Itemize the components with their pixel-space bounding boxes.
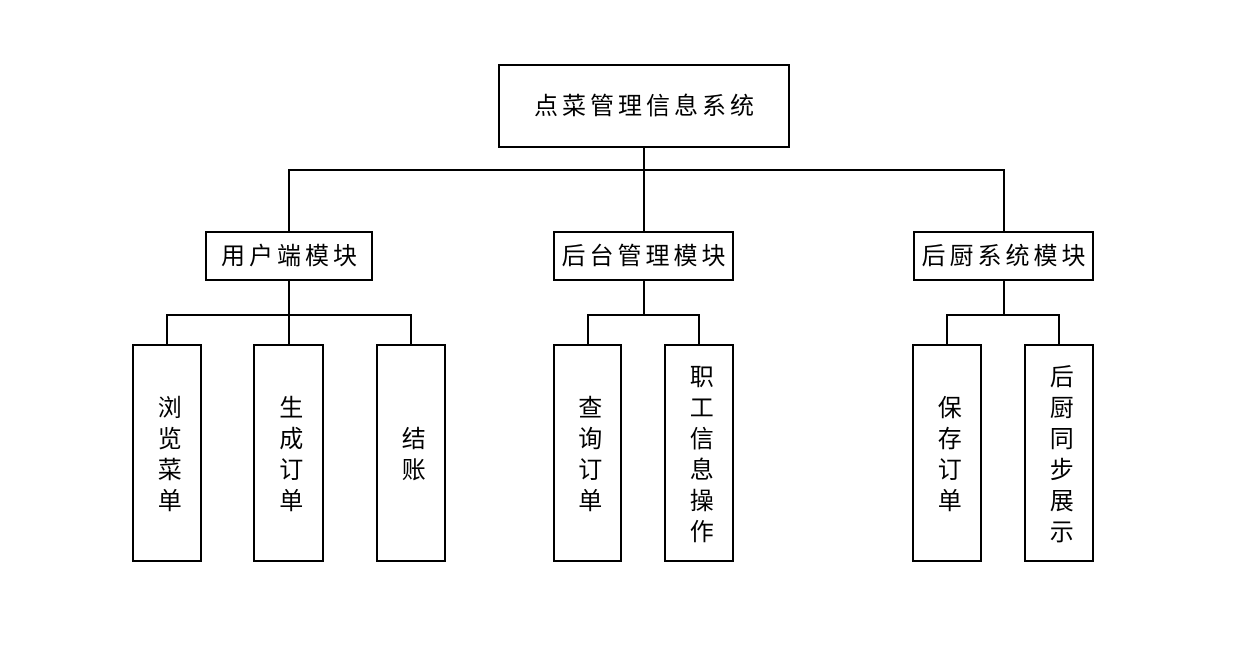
connector-user-stem: [288, 281, 290, 316]
node-staff-info-operations-label: 职工信息操作: [685, 363, 714, 550]
node-query-order-label: 查询订单: [573, 394, 602, 519]
node-save-order-label: 保存订单: [933, 394, 962, 519]
node-checkout: 结账: [376, 344, 446, 562]
node-browse-menu: 浏览菜单: [132, 344, 202, 562]
node-kitchen-sync-display: 后厨同步展示: [1024, 344, 1094, 562]
node-query-order: 查询订单: [553, 344, 622, 562]
node-kitchen-module-label: 后厨系统模块: [921, 241, 1090, 270]
connector-kitchen-bus: [946, 314, 1060, 316]
connector-kitchen-stem: [1003, 281, 1005, 316]
node-root-system: 点菜管理信息系统: [498, 64, 790, 148]
node-admin-module: 后台管理模块: [553, 231, 734, 281]
node-kitchen-sync-display-label: 后厨同步展示: [1045, 363, 1074, 550]
node-generate-order: 生成订单: [253, 344, 324, 562]
connector-root-stem: [643, 148, 645, 170]
node-root-label: 点菜管理信息系统: [534, 91, 758, 120]
node-staff-info-operations: 职工信息操作: [664, 344, 734, 562]
node-checkout-label: 结账: [397, 425, 426, 488]
node-user-module: 用户端模块: [205, 231, 373, 281]
node-browse-menu-label: 浏览菜单: [153, 394, 182, 519]
connector-drop-checkout: [410, 314, 412, 344]
node-kitchen-module: 后厨系统模块: [913, 231, 1094, 281]
node-admin-module-label: 后台管理模块: [561, 241, 730, 270]
connector-drop-kitchen-sync: [1058, 314, 1060, 344]
connector-admin-bus: [587, 314, 700, 316]
connector-admin-stem: [643, 281, 645, 316]
connector-level1-bus: [288, 169, 1005, 171]
node-save-order: 保存订单: [912, 344, 982, 562]
connector-drop-query-order: [587, 314, 589, 344]
connector-drop-staff-info: [698, 314, 700, 344]
connector-drop-browse-menu: [166, 314, 168, 344]
connector-drop-admin-module: [643, 169, 645, 231]
connector-drop-kitchen-module: [1003, 169, 1005, 231]
node-user-module-label: 用户端模块: [221, 241, 361, 270]
connector-drop-generate-order: [288, 314, 290, 344]
node-generate-order-label: 生成订单: [274, 394, 303, 519]
connector-drop-save-order: [946, 314, 948, 344]
connector-drop-user-module: [288, 169, 290, 231]
